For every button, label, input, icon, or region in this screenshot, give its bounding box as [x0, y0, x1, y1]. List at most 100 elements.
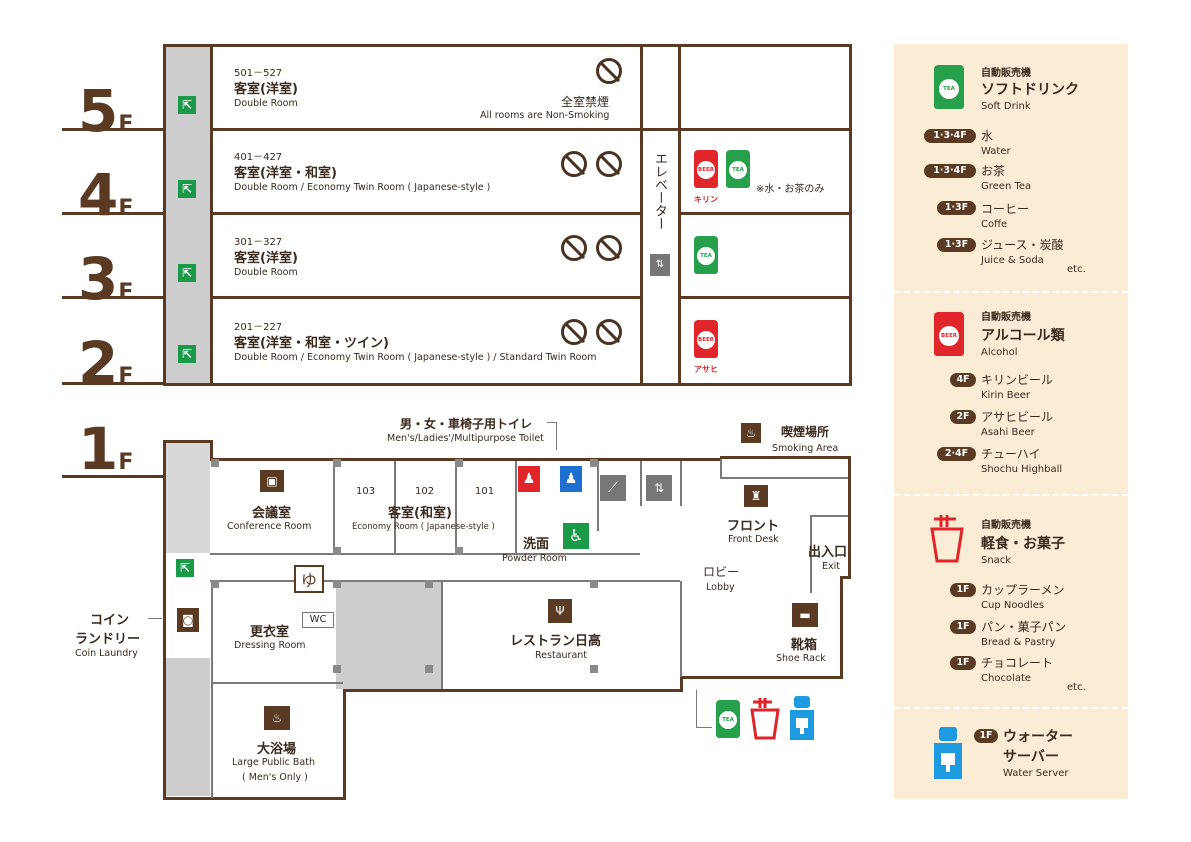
- vending-note: ※水・お茶のみ: [756, 184, 825, 195]
- column: [590, 459, 598, 467]
- soft-vending-sub: Soft Drink: [981, 101, 1031, 112]
- column: [333, 580, 341, 588]
- floor-2-room-type: 客室(洋室・和室・ツイン): [234, 336, 389, 351]
- f1-outer-wall: [720, 456, 850, 459]
- washing-machine-icon: ◙: [177, 608, 199, 632]
- legend-item: チョコレート: [981, 656, 1054, 670]
- interior-wall: [720, 459, 722, 477]
- legend-item-en: Bread & Pastry: [981, 637, 1056, 648]
- interior-wall: [211, 682, 343, 684]
- elevator-icon: ⇅: [646, 475, 672, 501]
- conference-label: 会議室: [252, 506, 292, 521]
- alcohol-vending-sub: Alcohol: [981, 347, 1018, 358]
- floor-2-room-type-en: Double Room / Economy Twin Room ( Japane…: [234, 352, 597, 363]
- floor-3-room-type-en: Double Room: [234, 267, 298, 278]
- water-server-title-1: ウォーター: [1003, 729, 1073, 745]
- legend-item-en: Asahi Beer: [981, 427, 1035, 438]
- column: [425, 580, 433, 588]
- floor-5-label: 5F: [78, 77, 134, 145]
- etc-label: etc.: [1067, 682, 1086, 693]
- floor-1-label: 1F: [78, 415, 134, 483]
- conference-label-en: Conference Room: [227, 521, 312, 532]
- legend-item-en: Coffe: [981, 219, 1008, 230]
- floor-3-room-range: 301－327: [234, 237, 283, 248]
- japanese-room-label-en: Economy Room ( Japanese-style ): [352, 522, 495, 532]
- water-server-icon: [788, 696, 816, 740]
- non-smoking-note-en: All rooms are Non-Smoking: [480, 110, 610, 121]
- soft-drink-can-icon: TEA: [934, 65, 964, 109]
- floor-1-rule: [62, 475, 166, 478]
- no-smoking-icon: [596, 58, 622, 84]
- beer-can-icon: BEER: [934, 312, 964, 356]
- legend-separator: [894, 707, 1128, 709]
- f1-outer-wall: [680, 676, 843, 679]
- legend-item-en: Kirin Beer: [981, 390, 1031, 401]
- front-desk-label: フロント: [727, 519, 780, 534]
- floor-5-rule: [62, 128, 166, 131]
- legend-item-en: Chocolate: [981, 673, 1032, 684]
- soft-vending-small: 自動販売機: [981, 68, 1031, 79]
- interior-wall: [210, 553, 640, 555]
- interior-wall: [810, 515, 848, 517]
- legend-item-en: Juice & Soda: [981, 255, 1044, 266]
- legend-item-en: Shochu Highball: [981, 464, 1063, 475]
- onsen-icon: ゆ: [294, 565, 324, 593]
- floor-3-label: 3F: [78, 245, 134, 313]
- emergency-exit-icon: ⇱: [178, 96, 196, 114]
- f1-outer-wall: [163, 797, 346, 800]
- water-server-sub: Water Server: [1003, 768, 1069, 779]
- bath-label-en-2: ( Men's Only ): [242, 772, 308, 783]
- floor-badge: 1F: [950, 583, 976, 597]
- legend-item: ジュース・炭酸: [981, 238, 1064, 252]
- bath-label: 大浴場: [257, 742, 297, 757]
- lobby-label: ロビー: [703, 565, 740, 579]
- beer-brand-asahi: アサヒ: [694, 365, 718, 374]
- smoking-area-label: 喫煙場所: [781, 425, 830, 439]
- floor-badge: 1F: [974, 729, 998, 743]
- legend-item: パン・菓子パン: [981, 620, 1067, 634]
- floor-badge: 1F: [950, 656, 976, 670]
- interior-wall: [333, 461, 335, 553]
- interior-wall: [211, 580, 213, 798]
- column: [333, 459, 341, 467]
- upper-floors-frame: [163, 44, 852, 386]
- shoe-rack-icon: ▬: [792, 603, 818, 627]
- restaurant-label: レストラン日高: [510, 634, 602, 649]
- floor-3-rule: [62, 296, 166, 299]
- beer-can-icon: BEER: [694, 150, 718, 188]
- no-smoking-icon: [596, 151, 622, 177]
- floor-2-rule: [62, 382, 166, 385]
- column: [211, 580, 219, 588]
- smoking-area-icon: ♨: [741, 423, 761, 443]
- cup-noodle-icon: [930, 515, 964, 563]
- interior-wall: [810, 515, 812, 593]
- no-smoking-icon: [596, 235, 622, 261]
- smoking-icon: [561, 151, 587, 177]
- floor-5-room-type-en: Double Room: [234, 98, 298, 109]
- legend-item-en: Green Tea: [981, 181, 1032, 192]
- floor-badge: 1F: [950, 620, 976, 634]
- legend-item: カップラーメン: [981, 583, 1065, 597]
- exit-label: 出入口: [808, 545, 848, 560]
- coin-laundry-label-1: コイン: [90, 613, 130, 628]
- bath-label-en-1: Large Public Bath: [232, 757, 315, 768]
- female-toilet-icon: ♟: [560, 466, 582, 492]
- legend-item: 水: [981, 129, 994, 143]
- powder-room-label: 洗面: [523, 537, 550, 552]
- vending-leader-line: [696, 690, 697, 728]
- column: [333, 547, 341, 555]
- wc-label: WC: [302, 612, 334, 628]
- column: [455, 459, 463, 467]
- lobby-label-en: Lobby: [706, 582, 735, 593]
- dressing-room-label-en: Dressing Room: [234, 640, 306, 651]
- front-desk-icon: ♜: [744, 485, 768, 507]
- male-toilet-icon: ♟: [518, 466, 540, 492]
- dressing-room-label: 更衣室: [250, 625, 290, 640]
- interior-wall: [515, 461, 517, 553]
- smoking-icon: [561, 319, 587, 345]
- floor-divider: [163, 296, 852, 299]
- snack-vending-sub: Snack: [981, 555, 1012, 566]
- floor-badge: 1·3F: [937, 201, 976, 215]
- floor-divider: [163, 128, 852, 131]
- interior-wall: [640, 461, 642, 506]
